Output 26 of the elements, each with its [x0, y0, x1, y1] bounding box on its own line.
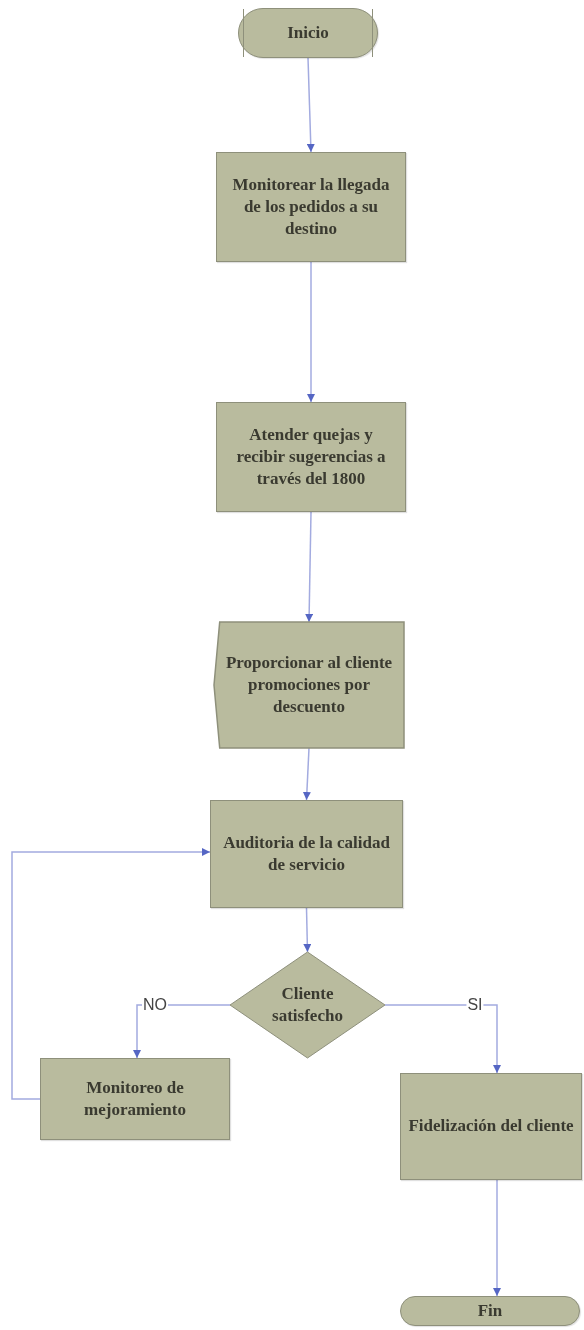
- node-label: Monitoreo de mejoramiento: [83, 1076, 187, 1121]
- decision-diamond: [230, 952, 385, 1058]
- process-box: [216, 152, 406, 262]
- node-label: Inicio: [286, 21, 330, 44]
- arrow: [11, 848, 211, 1100]
- terminal-shape: [238, 8, 378, 58]
- arrow: [303, 907, 312, 953]
- arrow: [305, 511, 314, 623]
- node-label: Proporcionar al cliente promociones por descuento: [224, 651, 394, 719]
- terminal-shape: [400, 1296, 580, 1326]
- arrow: [306, 57, 315, 153]
- arrow: [384, 1004, 501, 1074]
- arrow: [302, 747, 311, 801]
- arrow: [493, 1179, 501, 1297]
- node-label: Fidelización del cliente: [407, 1115, 575, 1138]
- node-label: Cliente satisfecho: [271, 982, 344, 1027]
- display-shape: [214, 622, 404, 748]
- node-label: Monitorear la llegada de los pedidos a su destino: [231, 173, 391, 241]
- process-box: [40, 1058, 230, 1140]
- node-label: Auditoria de la calidad de servicio: [222, 831, 391, 876]
- process-box: [210, 800, 403, 908]
- node-label: Fin: [476, 1299, 504, 1322]
- process-box: [400, 1073, 582, 1180]
- process-box: [216, 402, 406, 512]
- node-label: Atender quejas y recibir sugerencias a través del 1800: [235, 423, 387, 491]
- arrow: [307, 261, 315, 403]
